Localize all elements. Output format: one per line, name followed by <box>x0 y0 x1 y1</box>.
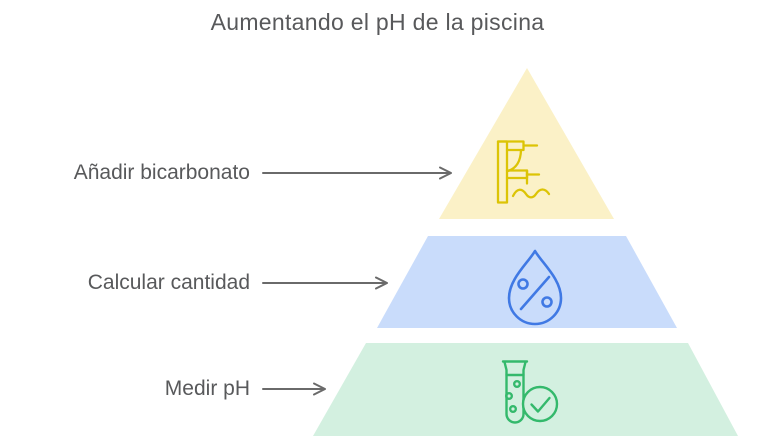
diagram-title: Aumentando el pH de la piscina <box>210 9 545 35</box>
level-label: Medir pH <box>164 377 250 400</box>
label-row-add-bicarbonate: Añadir bicarbonato <box>0 160 454 186</box>
test-tube-check-icon <box>501 360 559 424</box>
pyramid-level-bottom <box>313 343 738 436</box>
arrow-icon <box>262 276 388 290</box>
check-mark <box>530 396 551 413</box>
pyramid-level-top <box>439 68 614 219</box>
level-label: Añadir bicarbonato <box>73 161 250 184</box>
label-row-measure-ph: Medir pH <box>0 376 328 402</box>
arrow-icon <box>262 166 452 180</box>
arrow-icon <box>262 382 326 396</box>
water-drop-percent-icon <box>507 249 563 326</box>
diving-board-icon <box>496 140 551 204</box>
check-circle <box>521 385 559 423</box>
label-row-calculate-amount: Calcular cantidad <box>0 270 390 296</box>
level-label: Calcular cantidad <box>87 271 250 294</box>
